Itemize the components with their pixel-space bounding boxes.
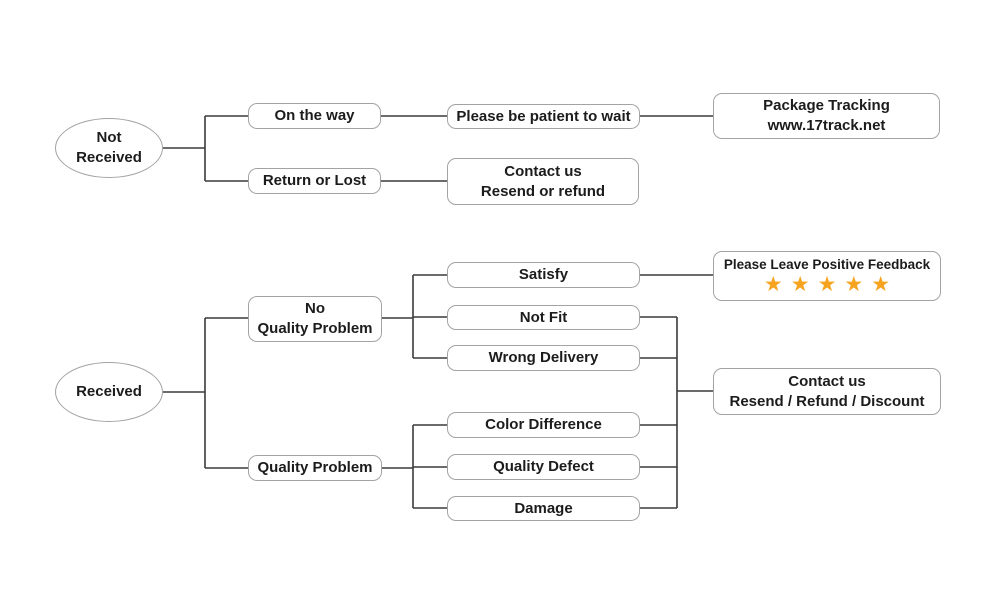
package-tracking-url: www.17track.net (767, 117, 886, 134)
return-or-lost-label: Return or Lost (262, 172, 367, 189)
box-quality-defect: Quality Defect (447, 454, 640, 480)
box-wrong-delivery: Wrong Delivery (447, 345, 640, 371)
box-no-quality-problem: No Quality Problem (248, 296, 382, 342)
package-tracking-title: Package Tracking (763, 97, 890, 114)
wrong-delivery-label: Wrong Delivery (488, 349, 599, 366)
on-the-way-label: On the way (274, 107, 355, 124)
box-contact-resend-refund: Contact us Resend or refund (447, 158, 639, 205)
box-contact-resend-refund-discount: Contact us Resend / Refund / Discount (713, 368, 941, 415)
box-please-be-patient: Please be patient to wait (447, 104, 640, 129)
damage-label: Damage (514, 499, 573, 517)
box-color-difference: Color Difference (447, 412, 640, 438)
contact-discount-line1: Contact us (788, 372, 866, 390)
box-package-tracking: Package Tracking www.17track.net (713, 93, 940, 139)
contact-resend-line2: Resend or refund (480, 182, 606, 200)
five-star-rating-icon: ★★★★★ (763, 272, 899, 296)
received-label: Received (76, 383, 142, 400)
quality-problem-label: Quality Problem (257, 459, 373, 476)
positive-feedback-label: Please Leave Positive Feedback (723, 256, 931, 272)
box-positive-feedback: Please Leave Positive Feedback ★★★★★ (713, 251, 941, 301)
no-quality-line1: No (305, 300, 325, 317)
box-not-fit: Not Fit (447, 305, 640, 330)
quality-defect-label: Quality Defect (493, 458, 594, 475)
box-satisfy: Satisfy (447, 262, 640, 288)
not-received-label: Not Received (76, 129, 142, 166)
box-quality-problem: Quality Problem (248, 455, 382, 481)
not-fit-label: Not Fit (519, 308, 568, 326)
box-on-the-way: On the way (248, 103, 381, 129)
box-damage: Damage (447, 496, 640, 521)
satisfy-label: Satisfy (518, 266, 569, 283)
start-not-received: Not Received (55, 118, 163, 178)
box-return-or-lost: Return or Lost (248, 168, 381, 194)
color-difference-label: Color Difference (485, 416, 602, 433)
contact-discount-line2: Resend / Refund / Discount (729, 392, 925, 410)
start-received: Received (55, 362, 163, 422)
contact-resend-line1: Contact us (504, 162, 582, 180)
no-quality-line2: Quality Problem (257, 320, 373, 337)
please-wait-label: Please be patient to wait (456, 107, 631, 125)
